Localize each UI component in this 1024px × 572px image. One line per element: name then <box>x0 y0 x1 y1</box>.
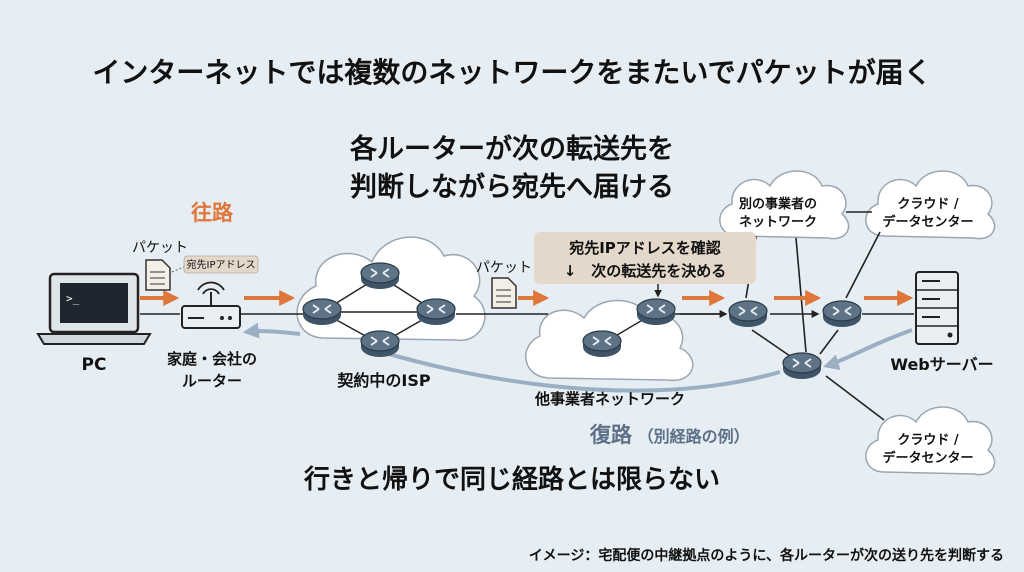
subtitle-line-2: 判断しながら宛先へ届ける <box>350 171 674 203</box>
packet-tag-text: 宛先IPアドレス <box>187 258 256 271</box>
network-links <box>140 211 914 421</box>
router-icon <box>728 300 768 328</box>
return-label-sub: （別経路の例） <box>638 427 750 446</box>
node-label-home-router-2: ルーター <box>182 372 242 390</box>
router-icon <box>360 262 400 290</box>
packet-tag <box>171 255 259 274</box>
node-label-pc: PC <box>82 355 107 375</box>
node-label-other-network: 他事業者ネットワーク <box>534 390 685 408</box>
return-label: 復路 （別経路の例） <box>589 423 750 447</box>
packet-doc-icon <box>491 277 517 309</box>
footer-note: イメージ：宅配便の中継拠点のように、各ルーターが次の送り先を判断する <box>529 547 1004 564</box>
laptop-icon: >_ <box>36 272 152 345</box>
return-path <box>242 322 913 393</box>
router-icon <box>302 298 342 326</box>
subtitle-line-1: 各ルーターが次の転送先を <box>349 133 674 165</box>
node-label-cloud-bottom-2: データセンター <box>882 450 973 466</box>
router-icon <box>782 352 822 380</box>
node-label-cloud-bottom-1: クラウド / <box>897 433 959 448</box>
svg-text:>_: >_ <box>66 292 80 305</box>
router-icon <box>582 330 622 358</box>
packet-doc-icon <box>145 259 171 291</box>
callout-line-1: 宛先IPアドレスを確認 <box>568 239 721 257</box>
callout-line-2: ↓ 次の転送先を決める <box>564 262 727 280</box>
router-icon <box>360 330 400 358</box>
home-router-icon <box>181 281 241 329</box>
router-icon <box>636 298 676 326</box>
page-title: インターネットでは複数のネットワークをまたいでパケットが届く <box>92 56 931 89</box>
node-label-home-router-1: 家庭・会社の <box>167 350 257 368</box>
node-label-cloud-top-2: データセンター <box>882 214 973 230</box>
node-label-another-operator-1: 別の事業者の <box>738 196 817 212</box>
packet-label-left: パケット <box>132 240 188 256</box>
server-icon <box>915 271 959 345</box>
isp-cloud <box>296 236 486 341</box>
cloud-datacenter-top <box>865 170 996 240</box>
router-icon <box>822 300 862 328</box>
return-label-main: 復路 <box>589 423 633 447</box>
router-icon <box>416 298 456 326</box>
packet-label-mid: パケット <box>476 260 532 276</box>
node-label-cloud-top-1: クラウド / <box>897 197 959 212</box>
node-label-another-operator-2: ネットワーク <box>739 215 817 230</box>
another-operator-cloud <box>719 170 850 240</box>
outbound-label: 往路 <box>191 201 234 225</box>
routing-callout <box>534 232 756 298</box>
node-label-web-server: Webサーバー <box>890 355 993 374</box>
cloud-datacenter-bottom <box>865 406 996 476</box>
bottom-message: 行きと帰りで同じ経路とは限らない <box>303 464 720 495</box>
node-label-isp: 契約中のISP <box>336 371 430 390</box>
